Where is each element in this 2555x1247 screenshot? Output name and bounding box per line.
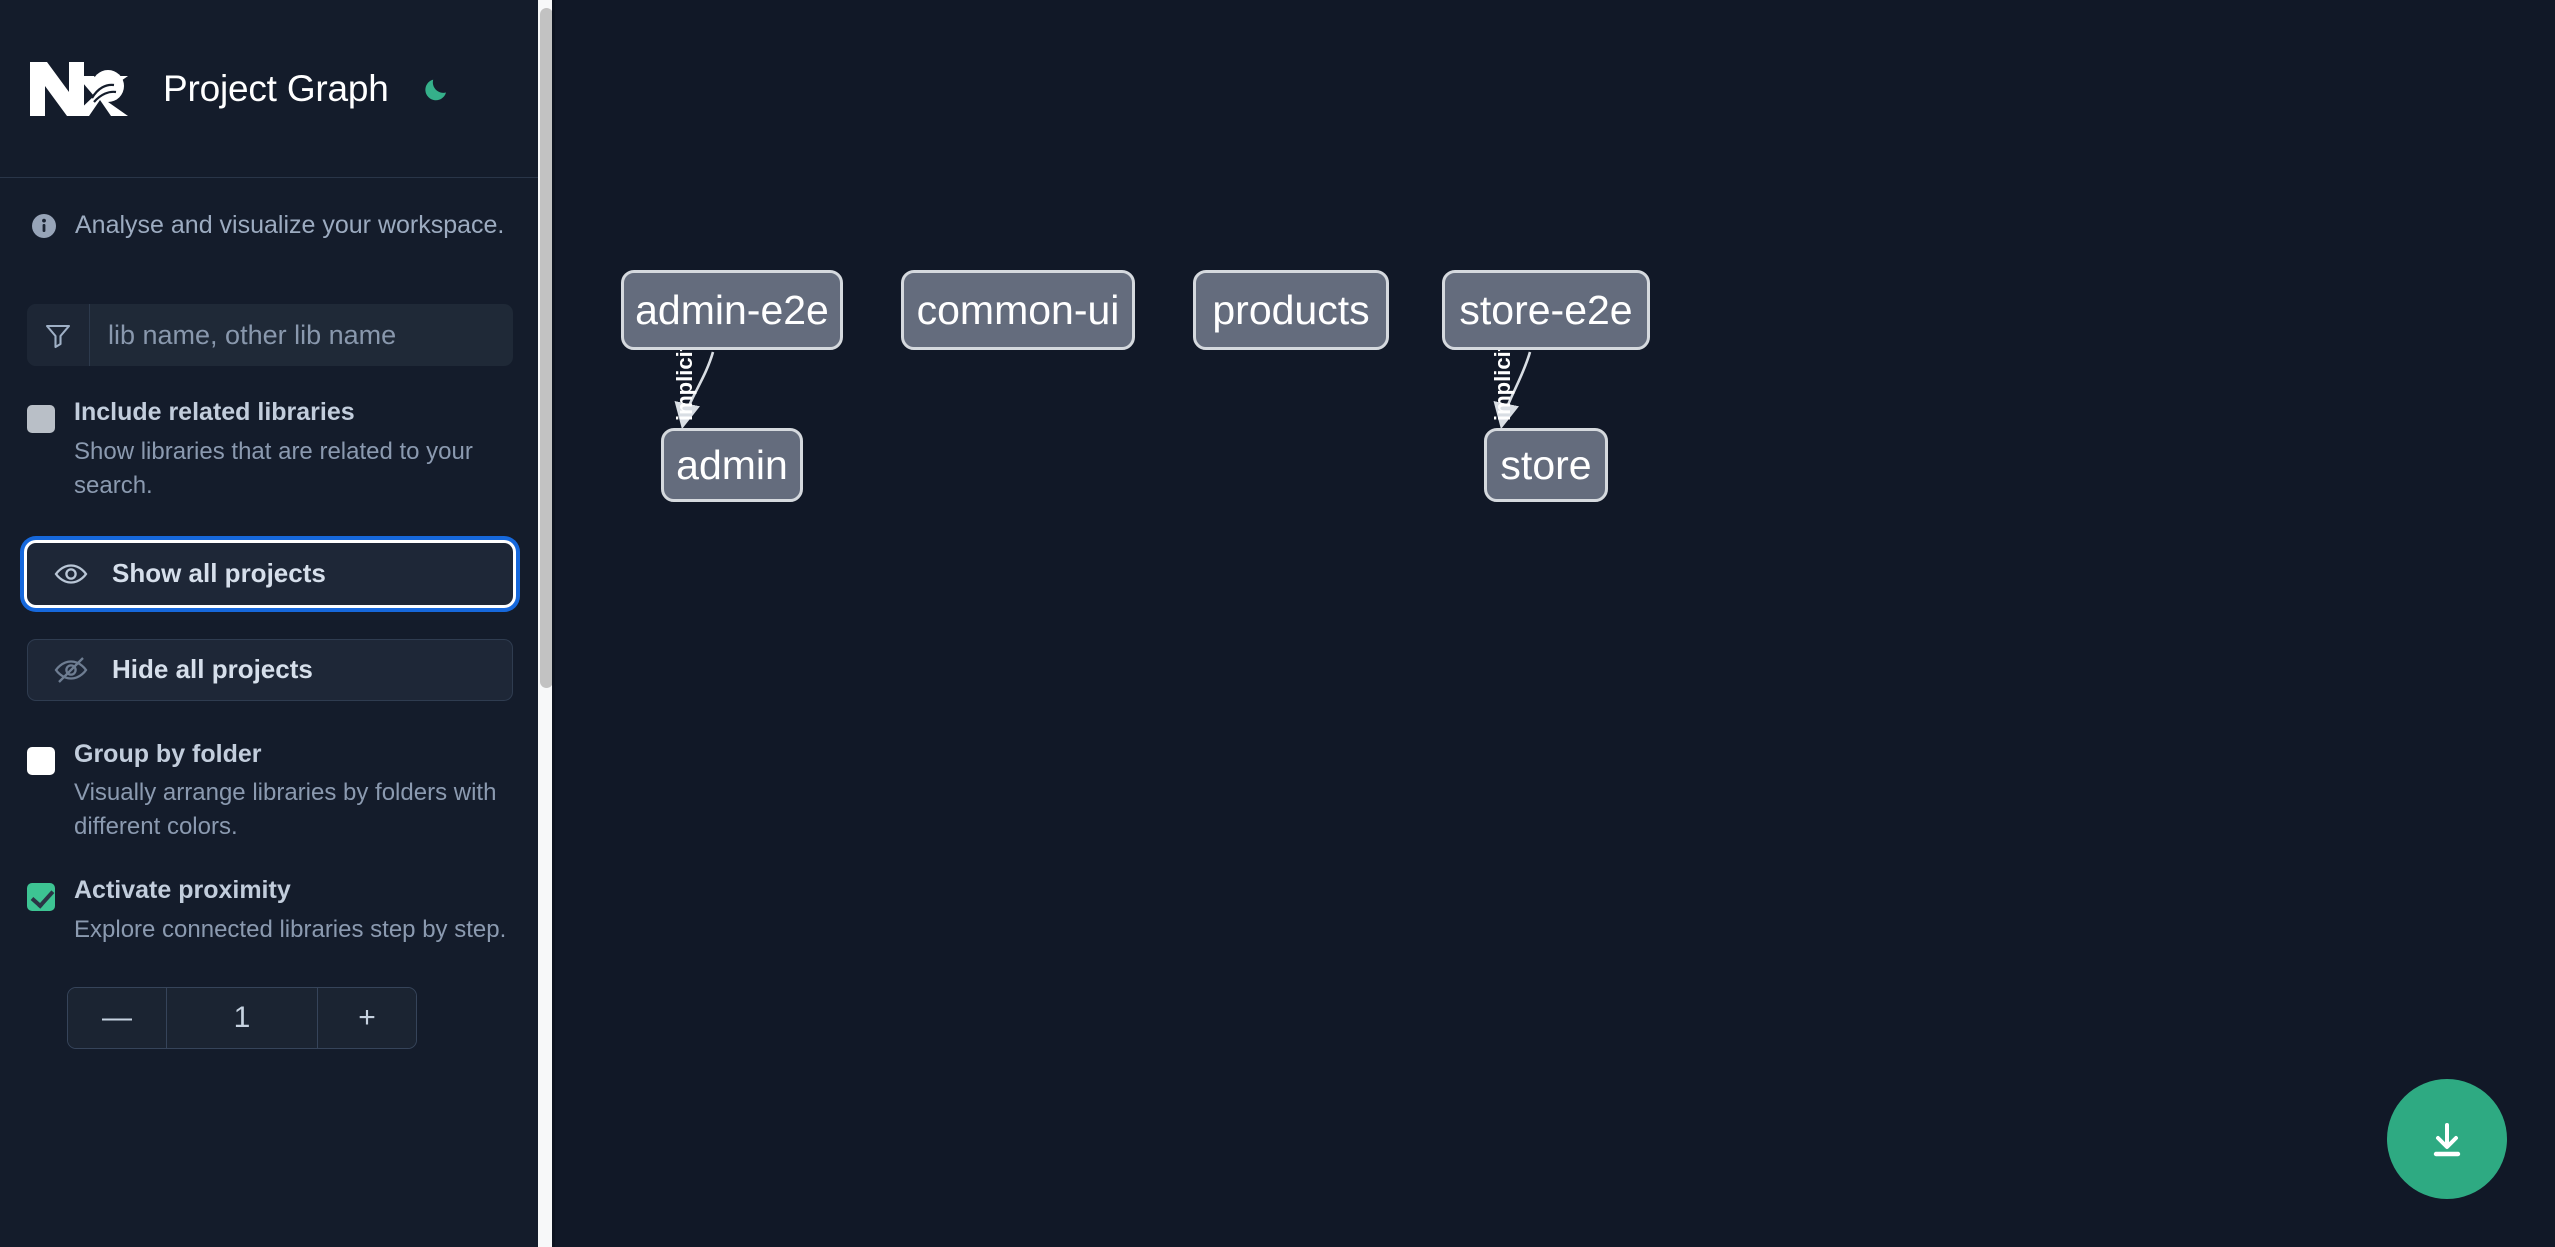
sidebar-controls: Include related libraries Show libraries… xyxy=(0,304,540,1049)
proximity-decrement-button[interactable]: — xyxy=(68,987,166,1048)
project-graph: implicit implicit admin-e2e common-ui pr… xyxy=(555,0,2555,1247)
download-graph-button[interactable] xyxy=(2387,1079,2507,1199)
group-by-folder-checkbox[interactable] xyxy=(27,746,55,775)
info-icon xyxy=(30,212,58,240)
proximity-increment-button[interactable]: + xyxy=(318,987,416,1048)
search-input[interactable] xyxy=(90,304,513,366)
activate-proximity-label: Activate proximity xyxy=(74,876,291,905)
show-all-projects-label: Show all projects xyxy=(112,558,326,589)
include-related-libraries-label: Include related libraries xyxy=(74,398,355,426)
graph-node-store-e2e[interactable]: store-e2e xyxy=(1442,270,1650,350)
sidebar-scrollbar[interactable] xyxy=(538,0,555,1247)
edge-label-implicit-admin: implicit xyxy=(672,343,697,421)
include-related-libraries-description: Show libraries that are related to your … xyxy=(74,437,473,499)
eye-off-icon xyxy=(54,653,88,687)
graph-node-admin-e2e[interactable]: admin-e2e xyxy=(621,270,843,350)
page-title: Project Graph xyxy=(163,67,389,109)
tagline: Analyse and visualize your workspace. xyxy=(0,178,540,273)
option-group-by-folder[interactable]: Group by folder Visually arrange librari… xyxy=(27,739,513,845)
hide-all-projects-button[interactable]: Hide all projects xyxy=(27,638,513,701)
sidebar-scrollbar-thumb[interactable] xyxy=(540,8,553,688)
graph-node-store[interactable]: store xyxy=(1484,428,1608,502)
graph-node-admin[interactable]: admin xyxy=(661,428,803,502)
group-by-folder-description: Visually arrange libraries by folders wi… xyxy=(74,779,497,841)
eye-icon xyxy=(54,557,88,591)
option-include-related-libraries[interactable]: Include related libraries Show libraries… xyxy=(27,398,513,503)
moon-icon[interactable] xyxy=(417,69,457,109)
include-related-libraries-checkbox[interactable] xyxy=(27,405,55,433)
graph-canvas[interactable]: implicit implicit admin-e2e common-ui pr… xyxy=(555,0,2555,1247)
hide-all-projects-label: Hide all projects xyxy=(112,654,313,685)
sidebar-header: Project Graph xyxy=(0,0,540,178)
show-all-projects-button[interactable]: Show all projects xyxy=(27,542,513,605)
activate-proximity-checkbox[interactable] xyxy=(27,883,55,912)
graph-edges xyxy=(674,351,1532,430)
activate-proximity-description: Explore connected libraries step by step… xyxy=(74,915,507,943)
proximity-stepper[interactable]: — 1 + xyxy=(67,986,417,1049)
graph-node-products[interactable]: products xyxy=(1193,270,1389,350)
option-activate-proximity[interactable]: Activate proximity Explore connected lib… xyxy=(27,877,513,947)
proximity-value: 1 xyxy=(166,987,318,1048)
nx-logo-icon xyxy=(30,58,128,120)
sidebar-divider xyxy=(552,0,555,1247)
search-box[interactable] xyxy=(27,304,513,366)
filter-funnel-icon xyxy=(27,304,90,366)
sidebar: Project Graph Analyse and visualize your… xyxy=(0,0,555,1247)
download-icon xyxy=(2433,1123,2461,1157)
edge-label-implicit-store: implicit xyxy=(1490,343,1515,421)
sidebar-content: Project Graph Analyse and visualize your… xyxy=(0,0,540,1247)
group-by-folder-label: Group by folder xyxy=(74,739,262,768)
graph-node-common-ui[interactable]: common-ui xyxy=(901,270,1135,350)
tagline-text: Analyse and visualize your workspace. xyxy=(75,211,505,239)
